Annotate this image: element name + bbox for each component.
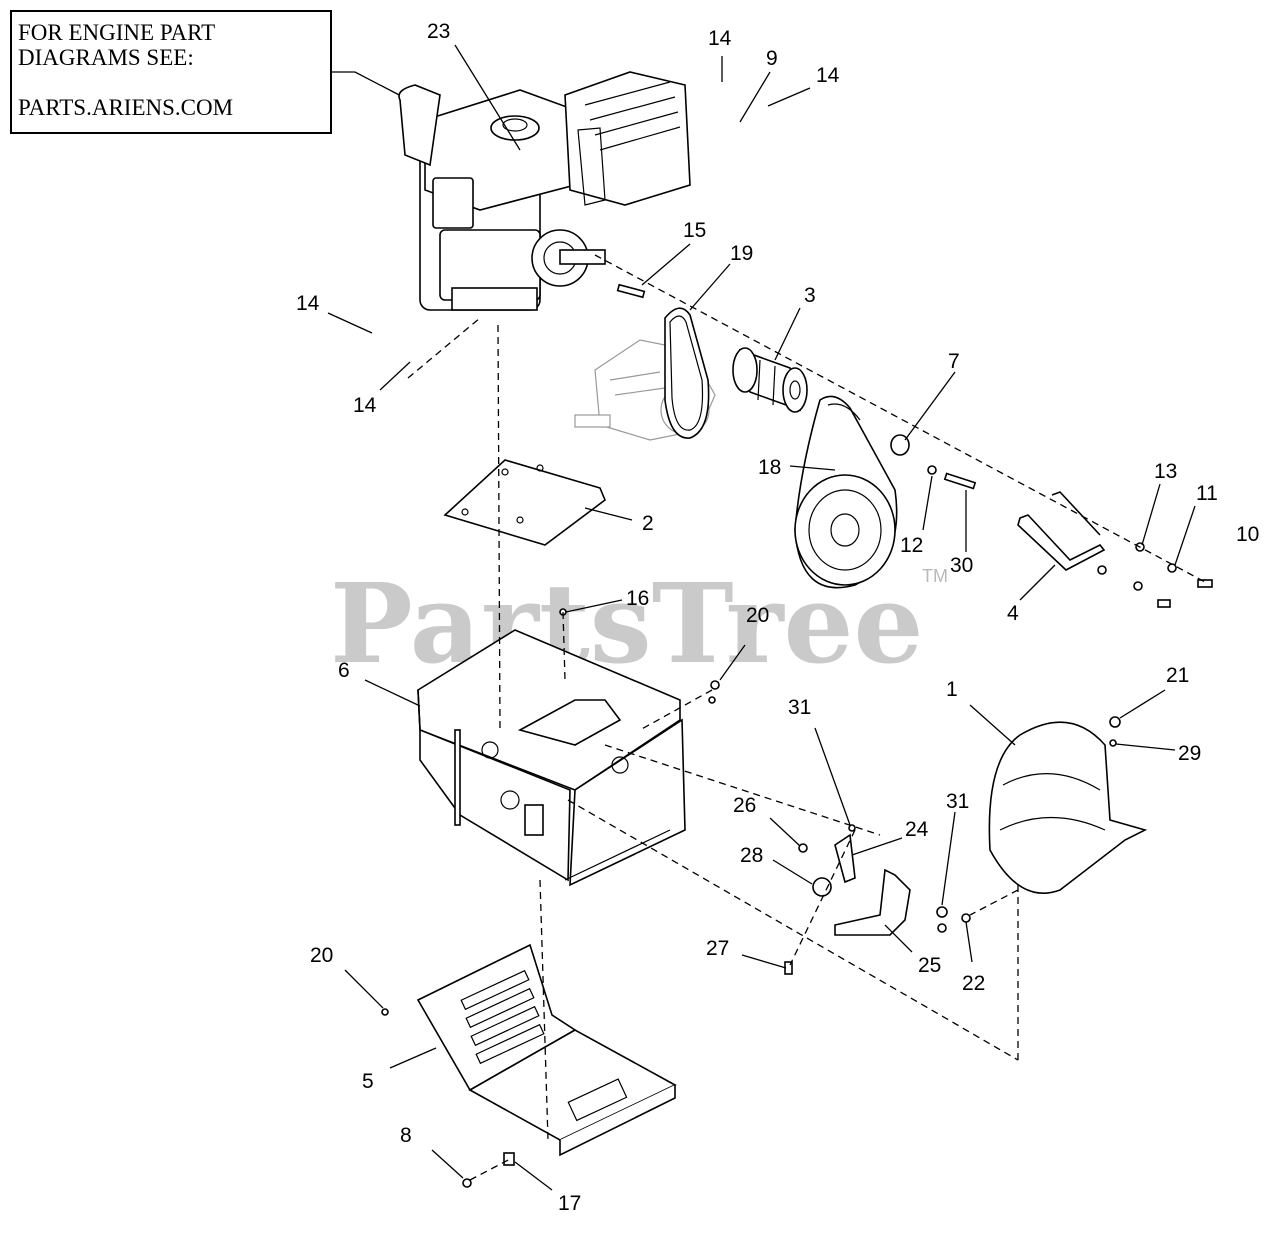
- bolt-10[interactable]: [1197, 579, 1213, 588]
- nut-11[interactable]: [1167, 563, 1177, 573]
- callout-3: 3: [804, 284, 816, 307]
- callout-18: 18: [758, 456, 781, 479]
- callout-7: 7: [948, 350, 960, 373]
- callout-4: 4: [1007, 602, 1019, 625]
- callout-12: 12: [900, 534, 923, 557]
- idler-washer-7[interactable]: [890, 434, 910, 456]
- screw-20-bottom[interactable]: [381, 1008, 389, 1016]
- pulley-and-belt-18[interactable]: [794, 395, 898, 589]
- callout-6: 6: [338, 659, 350, 682]
- bracket-4[interactable]: [1017, 491, 1106, 571]
- callout-17: 17: [558, 1192, 581, 1215]
- nut-31-right[interactable]: [936, 906, 948, 918]
- callout-31: 31: [946, 790, 969, 813]
- note-line-2: DIAGRAMS SEE:: [18, 45, 194, 70]
- bolt-8[interactable]: [462, 1178, 472, 1188]
- callout-20: 20: [746, 604, 769, 627]
- callout-5: 5: [362, 1070, 374, 1093]
- washer-29[interactable]: [1109, 739, 1117, 747]
- callout-25: 25: [918, 954, 941, 977]
- callout-14: 14: [708, 27, 732, 50]
- callout-10: 10: [1236, 523, 1259, 546]
- callout-11: 11: [1196, 482, 1218, 505]
- washer-12[interactable]: [927, 465, 937, 475]
- nut-31-top[interactable]: [848, 824, 856, 832]
- engine-assembly[interactable]: [398, 71, 691, 311]
- skid-plate-5[interactable]: [416, 943, 677, 1157]
- bracket-24[interactable]: [834, 833, 856, 884]
- bushing-28[interactable]: [812, 877, 832, 897]
- callout-14: 14: [353, 394, 377, 417]
- callout-29: 29: [1178, 742, 1201, 765]
- callout-2: 2: [642, 512, 654, 535]
- clip-17[interactable]: [503, 1152, 515, 1166]
- callout-30: 30: [950, 554, 973, 577]
- callout-23: 23: [427, 20, 450, 43]
- bolt-26[interactable]: [798, 843, 808, 853]
- callout-13: 13: [1154, 460, 1177, 483]
- callout-1: 1: [946, 678, 958, 701]
- note-link[interactable]: PARTS.ARIENS.COM: [18, 95, 234, 120]
- callout-22: 22: [962, 972, 985, 995]
- callout-27: 27: [706, 937, 729, 960]
- key-15[interactable]: [616, 283, 646, 299]
- pulley-3[interactable]: [732, 347, 808, 413]
- bracket-25[interactable]: [834, 868, 911, 936]
- bolt-30[interactable]: [943, 472, 977, 490]
- mount-plate-2[interactable]: [443, 459, 606, 546]
- callout-14: 14: [296, 292, 320, 315]
- callout-19: 19: [730, 242, 753, 265]
- note-line-1: FOR ENGINE PART: [18, 20, 216, 45]
- screw-21[interactable]: [1109, 716, 1121, 728]
- callout-28: 28: [740, 844, 763, 867]
- watermark-tm: TM: [922, 566, 948, 586]
- callout-9: 9: [766, 47, 778, 70]
- leader-lines: [327, 44, 1196, 1191]
- callout-8: 8: [400, 1124, 412, 1147]
- callout-16: 16: [626, 587, 649, 610]
- drive-belt-19[interactable]: [664, 307, 710, 439]
- callout-21: 21: [1166, 664, 1189, 687]
- axis-line: [594, 254, 1206, 583]
- callout-15: 15: [683, 219, 706, 242]
- screw-22[interactable]: [961, 913, 971, 923]
- callout-20: 20: [310, 944, 333, 967]
- callout-26: 26: [733, 794, 756, 817]
- callout-31: 31: [788, 696, 811, 719]
- screw-20-top[interactable]: [710, 680, 720, 690]
- callout-24: 24: [905, 818, 929, 841]
- callout-14: 14: [816, 64, 840, 87]
- belt-guard-1[interactable]: [988, 721, 1148, 894]
- engine-diagrams-note: FOR ENGINE PART DIAGRAMS SEE: PARTS.ARIE…: [10, 10, 332, 134]
